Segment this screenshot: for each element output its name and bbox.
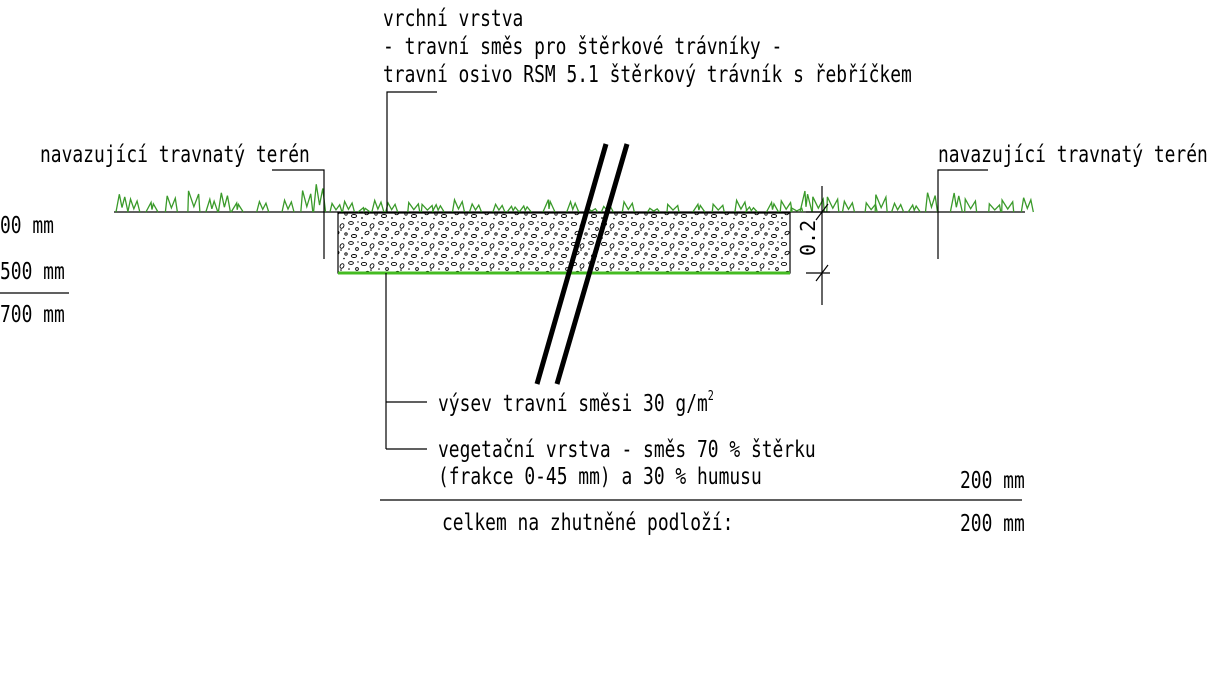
top-layer-subtitle: - travní směs pro štěrkové trávníky - [383, 33, 782, 60]
grass-tuft [988, 202, 1002, 213]
grass-tuft [187, 190, 201, 213]
grass-tuft [692, 202, 706, 213]
grass-tuft [431, 203, 445, 213]
total-value: 200 mm [960, 510, 1025, 537]
gravel-layer [337, 212, 791, 274]
grass-tuft [357, 206, 371, 214]
vegetation-thickness: 200 mm [960, 467, 1025, 494]
grass-tuft [506, 204, 520, 213]
top-layer-seed-mix: travní osivo RSM 5.1 štěrkový trávník s … [383, 61, 912, 88]
grass-tuft [711, 202, 725, 213]
thickness-dimension [806, 186, 830, 305]
grass-tuft [407, 200, 421, 213]
grass-tuft [890, 201, 905, 213]
grass-tuft [1001, 197, 1015, 213]
grass-tuft [566, 199, 580, 213]
break-symbol [534, 143, 630, 385]
grass-tufts [115, 184, 1034, 214]
grass-tuft [949, 192, 963, 213]
left-dim-3: 700 mm [0, 301, 65, 328]
right-terrain-label: navazující travnatý terén [938, 141, 1208, 168]
grass-tuft [371, 198, 385, 213]
grass-tuft [621, 199, 635, 213]
grass-tuft [666, 202, 680, 213]
left-terrain-leader [272, 169, 325, 259]
grass-tuft [765, 200, 780, 213]
grass-tuft [734, 198, 748, 213]
grass-tuft [230, 200, 244, 213]
grass-tuft [963, 196, 978, 213]
grass-tuft [744, 205, 758, 213]
grass-tuft [492, 202, 506, 213]
grass-tuft [145, 200, 159, 213]
grass-tuft [341, 199, 356, 213]
top-layer-leader [386, 91, 437, 212]
grass-tuft [924, 192, 939, 213]
seeding-label: výsev travní směsi 30 g/m2 [438, 388, 714, 417]
grass-tuft [841, 199, 856, 213]
grass-tuft [217, 192, 232, 213]
grass-tuft [779, 198, 793, 213]
grass-tuft [468, 202, 483, 213]
grass-tuft [874, 194, 888, 213]
thickness-label: 0.2 [796, 220, 820, 256]
vegetation-line-2: (frakce 0-45 mm) a 30 % humusu [438, 463, 762, 490]
grass-tuft [205, 196, 219, 213]
grass-tuft [1020, 197, 1034, 213]
grass-tuft [790, 206, 804, 213]
vegetation-line-1: vegetační vrstva - směs 70 % štěrku [438, 436, 816, 463]
total-label: celkem na zhutněné podloží: [442, 509, 733, 536]
grass-tuft [420, 202, 435, 213]
grass-tuft [799, 190, 813, 213]
grass-tuft [647, 207, 661, 213]
grass-tuft [256, 199, 270, 213]
seeding-text: výsev travní směsi 30 g/m [438, 390, 708, 417]
grass-tuft [451, 197, 466, 213]
left-terrain-label: navazující travnatý terén [40, 141, 310, 168]
grass-tuft [907, 203, 921, 213]
grass-tuft [115, 194, 129, 213]
grass-tuft [281, 197, 295, 213]
grass-tuft [542, 199, 556, 213]
top-layer-title: vrchní vrstva [383, 5, 523, 32]
grass-tuft [864, 201, 878, 213]
grass-tuft [329, 201, 343, 213]
grass-tuft [811, 196, 825, 213]
grass-tuft [300, 190, 314, 213]
seeding-superscript: 2 [708, 388, 714, 404]
grass-tuft [127, 196, 141, 213]
grass-tuft [826, 196, 840, 213]
grass-tuft [164, 195, 179, 213]
grass-tuft [518, 204, 532, 213]
left-dim-2: 500 mm [0, 258, 65, 285]
left-dim-1: 00 mm [0, 212, 54, 239]
right-terrain-leader [937, 169, 988, 259]
